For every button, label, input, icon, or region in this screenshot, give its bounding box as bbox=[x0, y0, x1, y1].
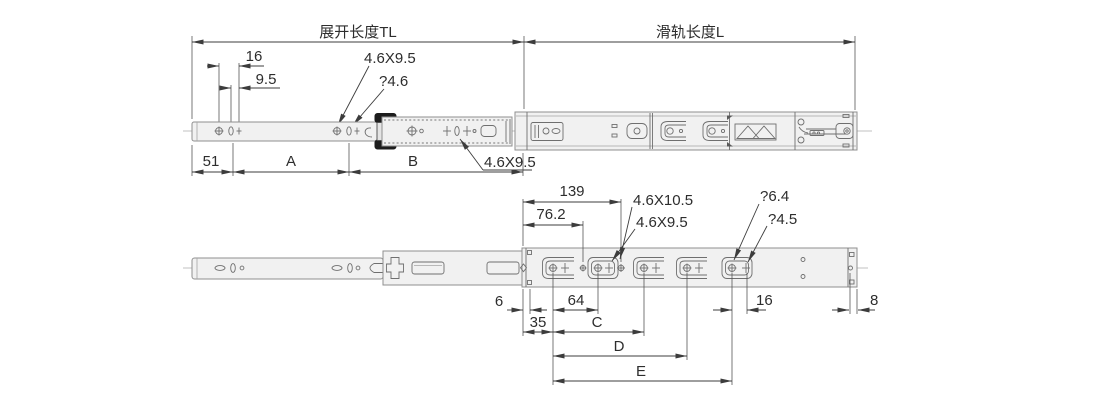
dim-64-label: 64 bbox=[568, 292, 585, 309]
outer-rail-top-view bbox=[514, 111, 858, 151]
dia-4p5-label: ?4.5 bbox=[768, 211, 797, 228]
dim-139-label: 139 bbox=[559, 183, 584, 200]
middle-rail-holes bbox=[406, 119, 511, 144]
dim-extended-length-label: 展开长度TL bbox=[319, 24, 397, 41]
dim-C-label: C bbox=[592, 314, 603, 331]
dim-76p2-label: 76.2 bbox=[536, 206, 565, 223]
top-view: 展开长度TL 滑轨长度L 16 9.5 4.6X9.5 ?4.6 bbox=[183, 24, 872, 176]
dim-E-label: E bbox=[636, 363, 646, 380]
dim-9p5-label: 9.5 bbox=[256, 71, 277, 88]
outer-rail-details bbox=[530, 112, 854, 150]
dia-6p4-label: ?6.4 bbox=[760, 188, 789, 205]
outer-rail-slots bbox=[519, 248, 855, 287]
slot-4p6x9p5-label: 4.6X9.5 bbox=[636, 214, 688, 231]
slot-4p6x10p5-label: 4.6X10.5 bbox=[633, 192, 693, 209]
inner-rail-top-view bbox=[191, 121, 389, 142]
dim-6-label: 6 bbox=[495, 293, 503, 310]
dim-16-label: 16 bbox=[246, 48, 263, 65]
dim-B-label: B bbox=[408, 153, 418, 170]
dim-35-label: 35 bbox=[530, 314, 547, 331]
inner-rail-holes bbox=[214, 263, 383, 273]
slot-callout-bottom-label: 4.6X9.5 bbox=[484, 154, 536, 171]
outer-rail-bottom-view bbox=[521, 247, 858, 288]
dim-51-label: 51 bbox=[203, 153, 220, 170]
dim-rail-length-label: 滑轨长度L bbox=[656, 24, 724, 41]
dia-4p6-label: ?4.6 bbox=[379, 73, 408, 90]
middle-rail-holes bbox=[386, 257, 520, 279]
dim-A-label: A bbox=[286, 153, 296, 170]
dim-8-label: 8 bbox=[870, 292, 878, 309]
dim-D-label: D bbox=[614, 338, 625, 355]
bottom-view: 139 76.2 4.6X10.5 4.6X9.5 ?6.4 ?4.5 6 64… bbox=[183, 183, 878, 385]
inner-rail-bottom-view bbox=[191, 257, 384, 280]
slot-callout-top-label: 4.6X9.5 bbox=[364, 50, 416, 67]
dim-16-label: 16 bbox=[756, 292, 773, 309]
inner-rail-holes bbox=[214, 126, 360, 136]
